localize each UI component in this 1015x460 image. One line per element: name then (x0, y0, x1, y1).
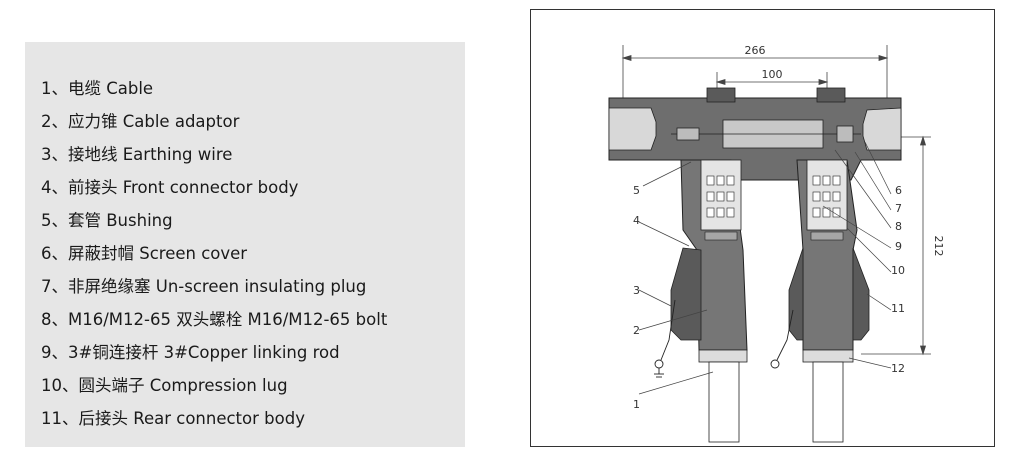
callout-5: 5 (633, 184, 640, 197)
legend-item-copper-linking-rod: 9、3#铜连接杆 3#Copper linking rod (41, 343, 340, 362)
legend-item-cable: 1、电缆 Cable (41, 79, 154, 98)
connector-body-left (670, 159, 748, 443)
legend-item-screen-cover: 6、屏蔽封帽 Screen cover (41, 244, 248, 263)
callout-4: 4 (633, 214, 640, 227)
dimension-label-height: 212 (932, 236, 945, 257)
callout-numbers: 1 2 3 4 5 6 7 8 9 10 11 12 (633, 184, 905, 411)
connector-assembly-drawing: 266 100 212 (608, 44, 945, 443)
dimension-label-pitch: 100 (762, 68, 783, 81)
dimension-height (861, 135, 931, 356)
technical-drawing-frame: 266 100 212 (530, 9, 995, 447)
dimension-pitch (715, 72, 829, 96)
legend-item-front-connector-body: 4、前接头 Front connector body (41, 178, 299, 197)
legend-item-rear-connector-body: 11、后接头 Rear connector body (41, 409, 305, 428)
callout-10: 10 (891, 264, 905, 277)
callout-2: 2 (633, 324, 640, 337)
earthing-wire (654, 299, 794, 378)
legend-item-cable-adaptor: 2、应力锥 Cable adaptor (41, 112, 240, 131)
legend-item-compression-lug: 10、圆头端子 Compression lug (41, 376, 288, 395)
callout-leaders (638, 141, 892, 395)
legend-item-earthing-wire: 3、接地线 Earthing wire (41, 145, 233, 164)
callout-1: 1 (633, 398, 640, 411)
callout-12: 12 (891, 362, 905, 375)
callout-3: 3 (633, 284, 640, 297)
dimension-label-width: 266 (745, 44, 766, 57)
legend-item-bushing: 5、套管 Bushing (41, 211, 173, 230)
callout-8: 8 (895, 220, 902, 233)
legend-list: 1、电缆 Cable 2、应力锥 Cable adaptor 3、接地线 Ear… (41, 72, 387, 435)
legend-item-insulating-plug: 7、非屏绝缘塞 Un-screen insulating plug (41, 277, 367, 296)
callout-6: 6 (895, 184, 902, 197)
callout-11: 11 (891, 302, 905, 315)
legend-panel: 1、电缆 Cable 2、应力锥 Cable adaptor 3、接地线 Ear… (25, 42, 465, 447)
callout-9: 9 (895, 240, 902, 253)
connector-body-right (788, 159, 870, 443)
legend-item-bolt: 8、M16/M12-65 双头螺栓 M16/M12-65 bolt (41, 310, 388, 329)
horizontal-housing (608, 87, 902, 181)
callout-7: 7 (895, 202, 902, 215)
